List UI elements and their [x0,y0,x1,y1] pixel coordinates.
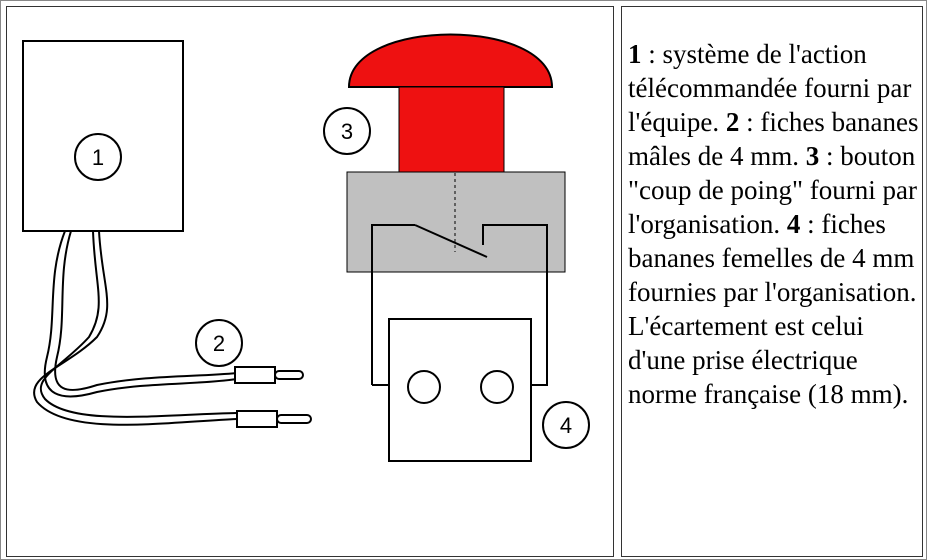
cable-lower [33,230,238,426]
label-4-text: 4 [560,413,572,438]
label-1-text: 1 [92,145,104,170]
caption-run: : bouton "coup de poing" fourni par l'or… [628,141,917,239]
caption-cell: 1 : système de l'action télécommandée fo… [621,6,923,557]
wiring-diagram: 1 2 3 4 [22,33,590,462]
label-3-text: 3 [341,119,353,144]
figure-cell: 1 2 3 4 [6,6,614,557]
caption-run: : fiches bananes femelles de 4 mm fourni… [628,209,917,409]
label-2-text: 2 [213,331,225,356]
caption-number: 1 [628,39,642,69]
caption-text: 1 : système de l'action télécommandée fo… [628,37,920,411]
caption-number: 2 [725,107,740,137]
cable-inner-upper [54,230,238,391]
switch-contact-right [482,224,548,386]
button-stem [398,86,505,173]
button-housing [346,171,566,273]
label-3: 3 [323,107,371,155]
switch-contact-left [371,224,415,385]
cable-upper [43,230,238,398]
switch-lever [414,224,488,258]
caption-run: : système de l'action télécommandée four… [628,39,912,137]
female-socket-right [480,370,514,404]
caption-run: : fiches bananes mâles de 4 mm. [628,107,919,171]
caption-number: 4 [786,209,801,239]
female-socket-left [407,370,441,404]
male-plug-lower [236,410,312,428]
label-1: 1 [74,133,122,181]
button-cap [347,33,554,88]
caption-number: 3 [805,141,820,171]
male-plug-upper [234,366,304,384]
label-2: 2 [195,319,243,367]
cable-inner-lower [39,230,238,418]
label-4: 4 [542,401,590,449]
